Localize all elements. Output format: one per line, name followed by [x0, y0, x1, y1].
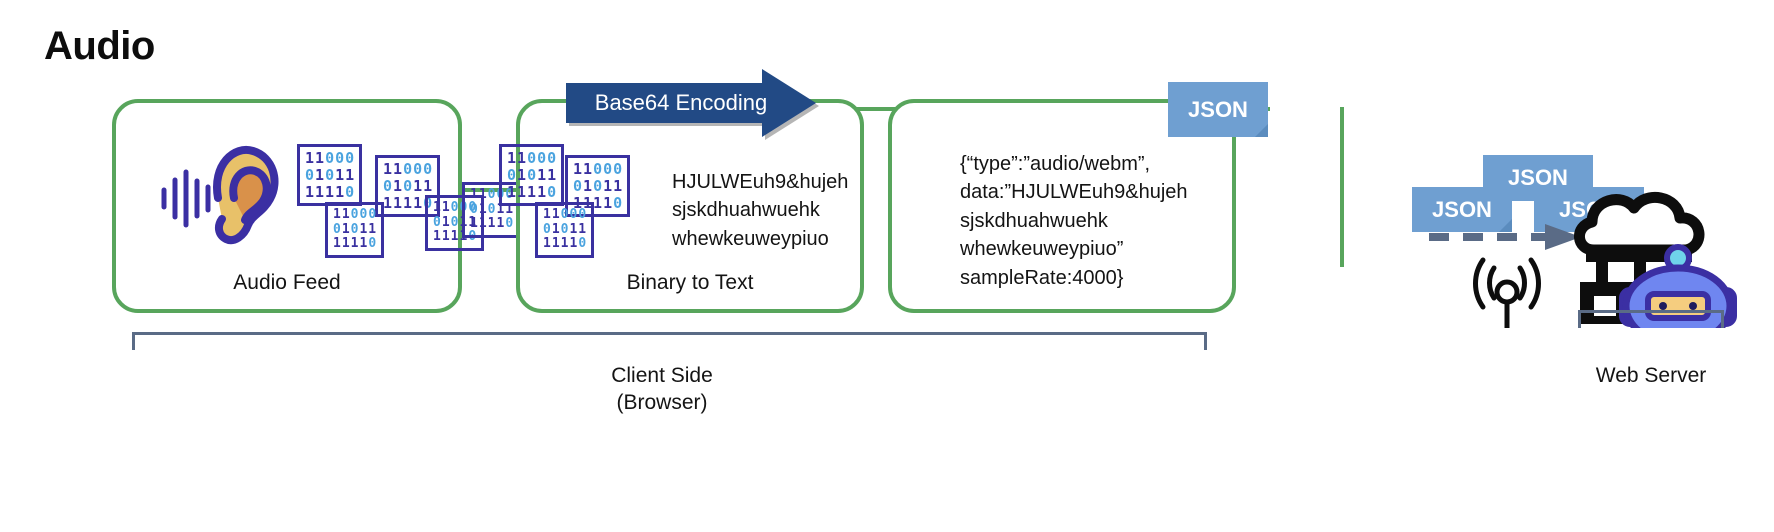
ear-icon: [160, 135, 285, 260]
badge-notch-icon: [1499, 219, 1512, 232]
client-side-bracket: [132, 332, 1207, 350]
connector-stage1-stage2: [455, 188, 525, 192]
stage-audio-feed-label: Audio Feed: [233, 271, 341, 294]
encoded-text: HJULWEuh9&hujeh sjskdhuahwuehk whewkeuwe…: [672, 171, 849, 250]
stage-binary-to-text-label: Binary to Text: [626, 271, 754, 294]
dashed-arrow-icon: [1429, 222, 1589, 252]
json-badge-main-label: JSON: [1188, 96, 1248, 122]
json-payload-text: {“type”:”audio/webm”, data:”HJULWEuh9&hu…: [960, 153, 1188, 289]
base64-encoding-arrow: [566, 69, 816, 137]
cloud-server-robot-icon: [1560, 178, 1760, 348]
connector-stage2-stage3: [845, 107, 915, 111]
connector-json-down: [1340, 107, 1344, 267]
stage-audio-feed: Audio Feed: [112, 99, 462, 313]
web-server-bracket: [1578, 310, 1724, 328]
badge-notch-icon: [1255, 124, 1268, 137]
json-badge-left: JSON: [1412, 187, 1512, 232]
web-server-label: Web Server: [1595, 364, 1707, 387]
json-badge-main: JSON: [1168, 82, 1268, 137]
page-title: Audio: [44, 24, 155, 68]
json-badge-top-label: JSON: [1508, 165, 1568, 190]
json-badge-left-label: JSON: [1432, 196, 1492, 222]
client-side-label: Client Side (Browser): [611, 364, 713, 415]
wifi-antenna-icon: [1462, 250, 1552, 330]
